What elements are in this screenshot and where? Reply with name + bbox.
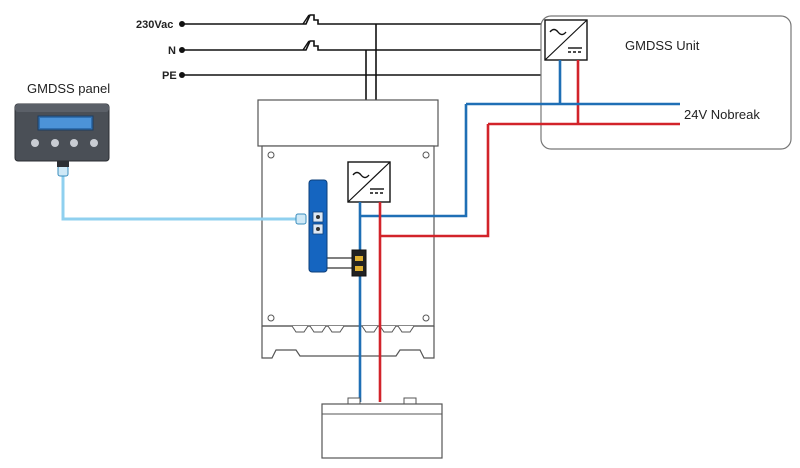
label-n: N <box>168 45 176 57</box>
battery-icon <box>321 397 443 459</box>
label-230vac: 230Vac <box>136 19 173 31</box>
terminal-dots <box>179 21 185 78</box>
panel-data-cable <box>61 172 300 221</box>
cabinet-converter-icon <box>347 161 391 203</box>
label-24v-nobreak: 24V Nobreak <box>684 107 760 122</box>
terminal-230vac <box>179 21 185 27</box>
fuse-holder-icon <box>326 249 367 277</box>
label-pe: PE <box>162 70 177 82</box>
terminal-pe <box>179 72 185 78</box>
dc-wiring-negative <box>358 104 468 402</box>
label-gmdss-panel: GMDSS panel <box>27 81 110 96</box>
ac-dc-converter-icon <box>544 19 588 61</box>
power-cabinet <box>257 99 439 359</box>
circuit-breaker-icon <box>302 14 310 51</box>
gmdss-unit-box <box>540 15 792 150</box>
terminal-n <box>179 47 185 53</box>
control-panel-icon <box>14 103 110 167</box>
controller-module-icon <box>308 179 328 273</box>
label-gmdss-unit: GMDSS Unit <box>625 38 700 53</box>
dc-wiring-positive <box>378 124 490 402</box>
cabinet-screws <box>267 151 430 322</box>
cable-glands <box>291 325 415 333</box>
